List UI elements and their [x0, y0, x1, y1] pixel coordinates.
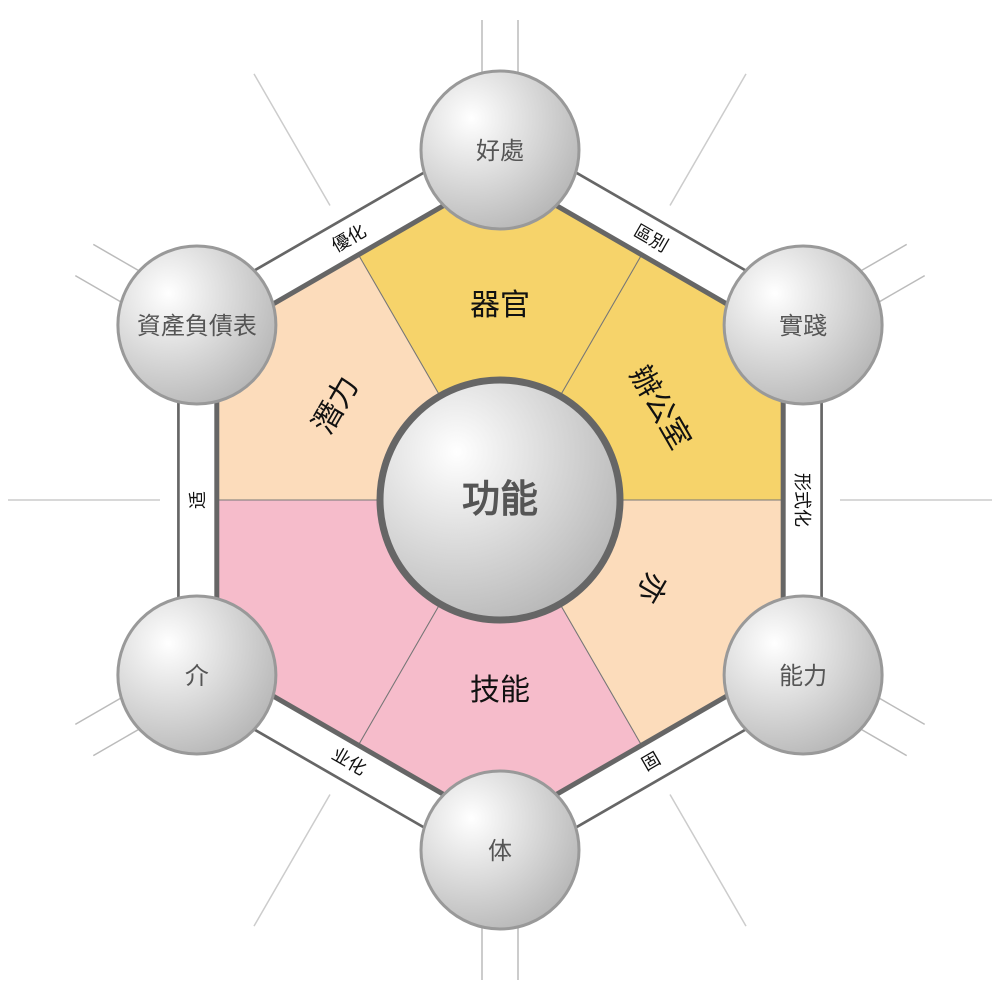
ray-line: [872, 693, 926, 726]
node-circle[interactable]: [116, 594, 278, 756]
vertex-node[interactable]: 体: [419, 769, 581, 931]
ray-line: [92, 724, 146, 757]
node-circle[interactable]: [722, 244, 884, 406]
center-circle[interactable]: [376, 376, 624, 624]
node-label: 体: [488, 837, 512, 865]
ray-line: [253, 73, 331, 206]
vertex-node[interactable]: 好處: [419, 69, 581, 231]
node-circle[interactable]: [116, 244, 278, 406]
decorative-rays: [8, 20, 992, 980]
sector-label: 器官: [470, 288, 530, 323]
node-circle[interactable]: [419, 769, 581, 931]
ray-line: [74, 693, 128, 726]
node-label: 介: [185, 662, 209, 690]
ray-line: [854, 243, 908, 276]
node-label: 實踐: [779, 312, 827, 340]
center-label: 功能: [462, 477, 538, 521]
node-circle[interactable]: [722, 594, 884, 756]
node-label: 好處: [476, 137, 524, 165]
edge-label: 适: [188, 491, 209, 509]
vertex-node[interactable]: 介: [116, 594, 278, 756]
vertex-node[interactable]: 實踐: [722, 244, 884, 406]
ray-line: [92, 243, 146, 276]
ray-line: [872, 274, 926, 307]
edge-label: 形式化: [791, 473, 812, 527]
sector-label: 技能: [470, 673, 530, 708]
ray-line: [669, 794, 747, 927]
vertex-node[interactable]: 能力: [722, 594, 884, 756]
ray-line: [74, 274, 128, 307]
node-circle[interactable]: [419, 69, 581, 231]
ray-line: [253, 794, 331, 927]
vertex-node[interactable]: 資產負債表: [116, 244, 278, 406]
node-label: 能力: [779, 662, 827, 690]
center-node[interactable]: 功能: [376, 376, 624, 624]
ray-line: [669, 73, 747, 206]
ray-line: [854, 724, 908, 757]
node-label: 資產負債表: [137, 312, 257, 340]
